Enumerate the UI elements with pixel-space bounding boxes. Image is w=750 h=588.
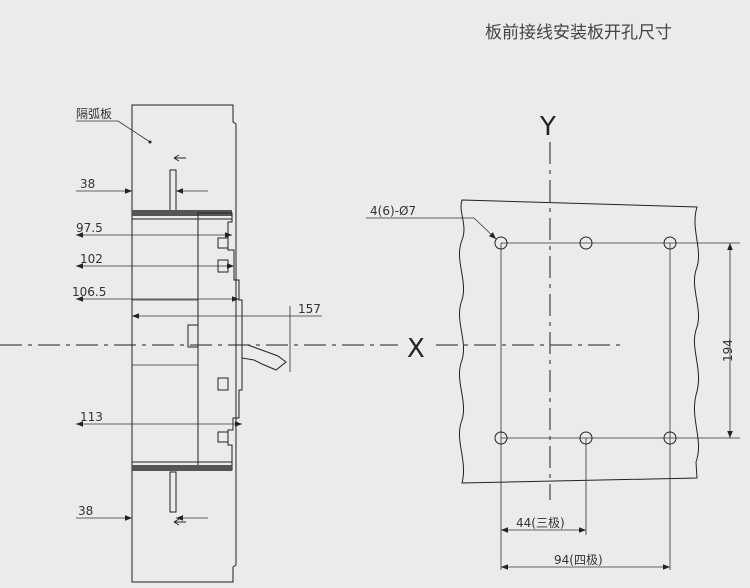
- front-view: Y 4(6)-Ø7 194 44(三极): [366, 112, 740, 570]
- dim-106-5: 106.5: [72, 285, 239, 302]
- mounting-panel-outline: [458, 199, 700, 484]
- breaker-handle: [241, 344, 287, 371]
- top-terminal: [169, 169, 177, 213]
- dim-194: 194: [721, 243, 735, 438]
- svg-text:106.5: 106.5: [72, 285, 106, 299]
- hole-callout: 4(6)-Ø7: [366, 204, 497, 240]
- dim-38-top: 38: [76, 177, 208, 194]
- top-busbar: [132, 210, 232, 216]
- dim-38-bottom: 38: [76, 504, 208, 521]
- hole-bottom-left: [494, 431, 508, 445]
- drawing-title: 板前接线安装板开孔尺寸: [485, 23, 672, 43]
- hole-top-right: [663, 236, 677, 250]
- svg-text:94(四极): 94(四极): [554, 553, 603, 567]
- breaker-body: [197, 212, 243, 471]
- arc-plate-outline: [131, 104, 237, 583]
- svg-text:38: 38: [78, 504, 93, 518]
- svg-text:97.5: 97.5: [76, 221, 103, 235]
- dim-44-three-pole: 44(三极): [501, 516, 586, 533]
- dim-157: 157: [132, 302, 322, 372]
- hole-top-middle: [579, 236, 593, 250]
- svg-text:102: 102: [80, 252, 103, 266]
- svg-text:157: 157: [298, 302, 321, 316]
- bottom-terminal: [169, 471, 177, 513]
- bottom-busbar: [132, 465, 232, 471]
- svg-text:38: 38: [80, 177, 95, 191]
- y-axis-label: Y: [539, 112, 556, 142]
- svg-text:44(三极): 44(三极): [516, 516, 565, 530]
- hole-bottom-middle: [579, 431, 593, 445]
- svg-text:4(6)-Ø7: 4(6)-Ø7: [370, 204, 416, 218]
- hole-bottom-right: [663, 431, 677, 445]
- dim-102: 102: [76, 252, 234, 269]
- dim-113: 113: [76, 410, 242, 427]
- dim-94-four-pole: 94(四极): [501, 553, 670, 570]
- x-axis-label: X: [407, 334, 425, 364]
- arc-plate-label: 隔弧板: [76, 107, 112, 121]
- hole-top-left: [494, 236, 508, 250]
- svg-text:113: 113: [80, 410, 103, 424]
- svg-text:194: 194: [721, 339, 735, 362]
- dim-97-5: 97.5: [76, 221, 232, 238]
- side-view: 隔弧板 38: [72, 104, 322, 583]
